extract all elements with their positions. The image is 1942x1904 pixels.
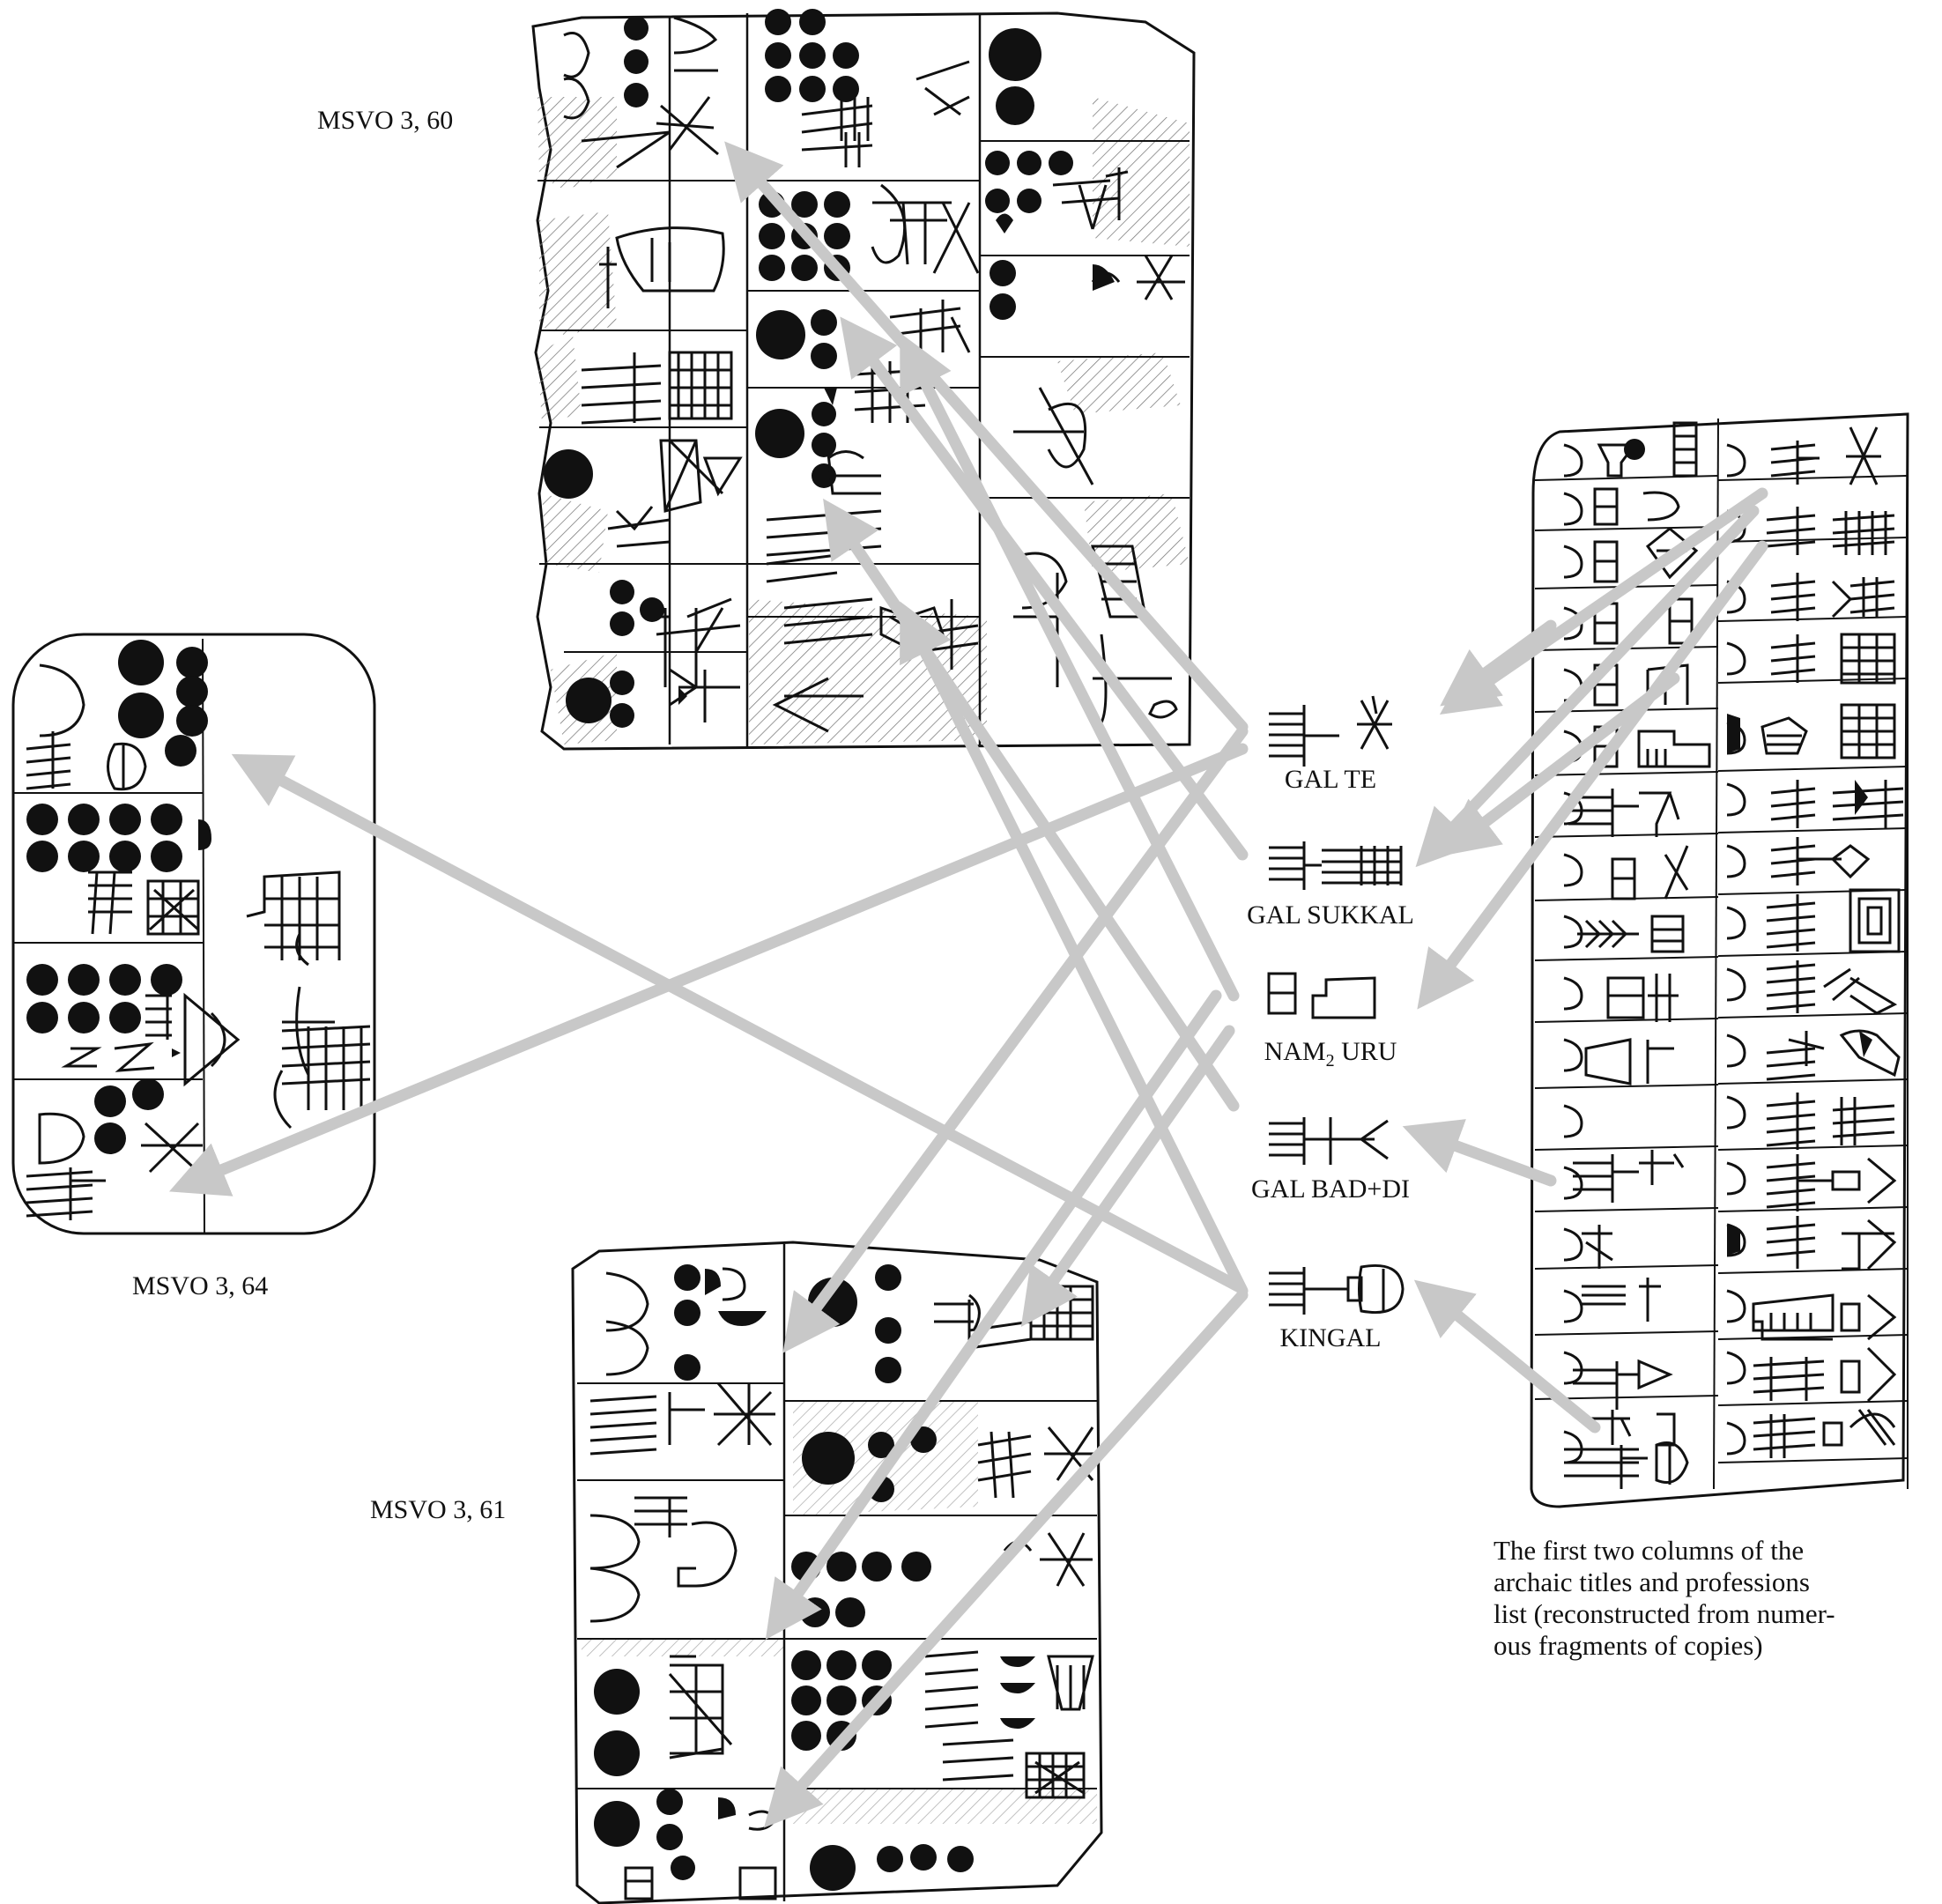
tablet-msvo-3-60 [531,9,1196,751]
connection-arrows [168,141,1768,1828]
sign-kingal-glyph [1269,1263,1405,1315]
arrow-list-to-nam2-uru [1417,540,1768,1010]
tablet-label-msvo-3-60: MSVO 3, 60 [317,106,454,135]
arrow-gal-sukkal-to-60 [840,316,1249,861]
sign-label-gal-bad-di: GAL BAD+DI [1251,1174,1410,1204]
arrow-kingal-to-60 [900,601,1249,1297]
sign-label-nam2-uru-rest: URU [1334,1037,1397,1066]
sign-label-gal-te: GAL TE [1284,765,1377,794]
tablet-msvo-3-61 [571,1241,1103,1904]
caption-line-3: list (reconstructed from numer- [1494,1598,1835,1629]
arrow-list-to-gal-te-2 [1439,487,1768,715]
arrow-gal-te-to-61 [782,725,1249,1353]
sign-label-nam2-uru-sub: 2 [1325,1051,1335,1071]
central-signs [1267,695,1405,1315]
arrow-nam2-uru-to-60 [900,332,1240,1002]
tablet-msvo-3-64 [11,633,376,1235]
list-caption: The first two columns of the archaic tit… [1494,1535,1908,1662]
arrow-kingal-to-64 [231,753,1244,1293]
arrow-gal-bad-di-to-60 [823,498,1240,1112]
sign-label-gal-sukkal: GAL SUKKAL [1247,900,1414,930]
sign-label-kingal: KINGAL [1279,1323,1382,1352]
sign-gal-sukkal-glyph [1269,841,1403,890]
arrow-gal-te-to-60 [724,141,1249,733]
tablet-label-msvo-3-64: MSVO 3, 64 [132,1271,269,1300]
sign-gal-te-glyph [1269,695,1392,767]
arrow-list-to-gal-bad-di [1402,1119,1557,1187]
arrow-gal-sukkal-to-64 [168,743,1249,1196]
tablet-label-msvo-3-61: MSVO 3, 61 [370,1495,507,1524]
arrow-gal-bad-di-to-61 [1020,1025,1235,1327]
sign-gal-bad-di-glyph [1269,1117,1389,1165]
tablet-lexical-list [1530,412,1909,1508]
arrow-list-to-gal-sukkal [1415,505,1760,868]
caption-line-1: The first two columns of the [1494,1535,1805,1566]
sign-nam2-uru-glyph [1267,972,1376,1019]
arrow-list-to-kingal [1413,1279,1601,1434]
caption-line-2: archaic titles and professions [1494,1567,1810,1597]
arrow-kingal-to-61 [763,1289,1249,1828]
caption-line-4: ous fragments of copies) [1494,1630,1763,1661]
sign-label-nam2-uru: NAM2 URU [1216,1037,1445,1071]
sign-label-nam2-uru-main: NAM [1264,1037,1326,1066]
